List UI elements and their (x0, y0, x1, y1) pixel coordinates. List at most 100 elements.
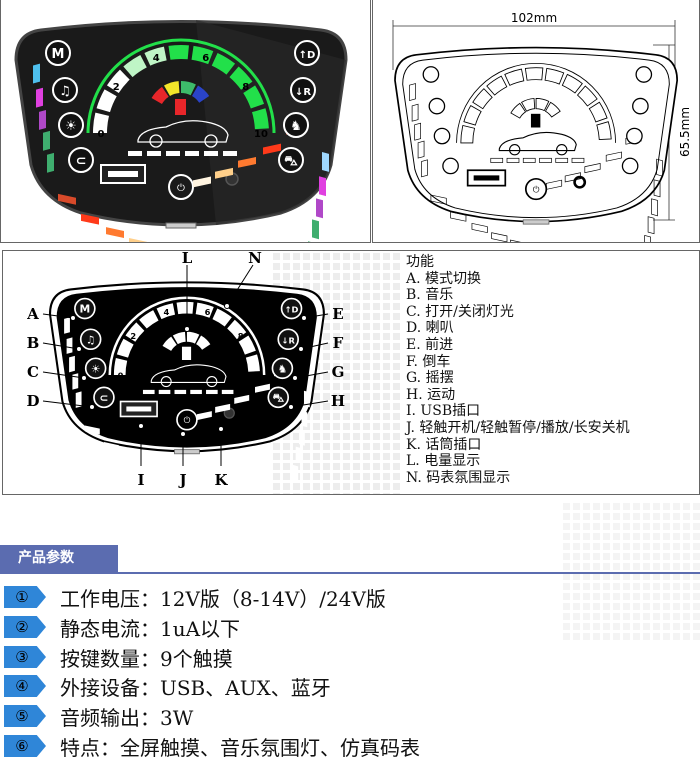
function-item: K. 话筒插口 (406, 436, 482, 453)
ambient-light-bar (319, 176, 326, 197)
reverse-icon: ↓R (295, 87, 311, 98)
ambient-light-bar (301, 410, 308, 428)
light-bulb-icon: ☀ (91, 362, 101, 375)
music-note-icon: ♫ (59, 84, 71, 99)
gauge-number: 2 (130, 331, 136, 341)
ambient-light-bar (417, 140, 425, 159)
callout-dot (288, 404, 294, 410)
touch-button-g[interactable] (271, 357, 294, 380)
callout-dot (218, 426, 224, 432)
touch-button-d[interactable] (68, 147, 94, 173)
fuel-level-segment (544, 101, 561, 118)
touch-button-a[interactable] (422, 66, 440, 83)
touch-button-b[interactable] (428, 97, 446, 115)
ambient-light-bar (47, 152, 54, 173)
gauge-segment (588, 101, 608, 123)
touch-button-b[interactable] (52, 77, 78, 103)
ambient-light-bar (64, 317, 70, 334)
ambient-light-bar (322, 151, 329, 172)
ambient-light-bar (414, 122, 421, 141)
ambient-light-bar (647, 216, 655, 235)
touch-button-e[interactable] (294, 40, 320, 66)
ambient-light-bar (58, 193, 76, 205)
fuel-level-segment (510, 102, 527, 119)
horn-icon: ⊂ (76, 154, 87, 169)
gauge-segment (125, 322, 145, 342)
rocking-horse-icon: ♞ (290, 119, 302, 134)
touch-button-g[interactable] (283, 112, 309, 138)
speed-dash-segment (206, 389, 218, 395)
gauge-number: 6 (205, 307, 211, 317)
callout-c: C (27, 363, 87, 381)
param-number-badge: ① (4, 586, 46, 608)
touch-button-b[interactable] (79, 328, 102, 351)
gauge-segment (486, 75, 508, 96)
function-list-title: 功能 (406, 254, 434, 270)
function-item: F. 倒车 (406, 353, 451, 370)
gauge-number: 0 (118, 370, 124, 380)
horn-icon: ⊂ (99, 392, 108, 405)
touch-button-f[interactable] (277, 328, 300, 351)
gauge-segment (576, 85, 598, 107)
callout-label: B (27, 334, 40, 352)
touch-button-d[interactable] (93, 386, 115, 409)
callout-line (290, 400, 329, 408)
ambient-light-bar (69, 355, 75, 373)
param-number-badge: ⑥ (4, 735, 46, 757)
ambient-light-bar (510, 239, 527, 242)
gauge-segment (227, 319, 247, 340)
music-note-icon: ♫ (86, 333, 96, 346)
car-icon: ⛍ (284, 154, 298, 169)
touch-button-c[interactable] (58, 112, 84, 138)
bottom-connector-tab (165, 222, 197, 229)
ambient-light-bar (129, 238, 147, 242)
function-item: N. 码表氛围显示 (406, 469, 511, 486)
touch-button-a[interactable] (45, 40, 71, 66)
gauge-segment (176, 301, 194, 315)
forward-icon: ↑D (299, 50, 316, 61)
width-label: 102mm (511, 11, 557, 25)
ambient-light-bar (66, 337, 73, 354)
touch-button-c[interactable] (433, 127, 451, 145)
ambient-light-bar (656, 158, 663, 177)
ambient-light-bar (124, 453, 140, 463)
speed-dash-segment (571, 157, 585, 163)
touch-button-h[interactable] (621, 157, 639, 175)
ambient-light-bar (33, 63, 40, 84)
callout-a: A (26, 305, 76, 323)
param-text: 外接设备：USB、AUX、蓝牙 (60, 675, 331, 700)
gauge-segment (238, 335, 256, 355)
touch-button-h[interactable] (278, 147, 304, 173)
ambient-light-bar (103, 442, 119, 452)
gauge-segment (144, 46, 167, 66)
fuel-level-segment (181, 81, 196, 96)
fuel-pump-icon (181, 346, 192, 360)
fuel-pump-icon (175, 99, 186, 115)
touch-button-e[interactable] (635, 66, 653, 83)
touch-button-f[interactable] (632, 97, 649, 115)
car-wheel (160, 376, 172, 388)
touch-button-d[interactable] (442, 157, 459, 175)
param-text: 工作电压：12V版（8-14V）/24V版 (60, 586, 386, 611)
touch-button-a[interactable] (74, 297, 96, 320)
ambient-light-bar (215, 403, 231, 413)
ambient-light-bar (255, 383, 270, 393)
touch-button-g[interactable] (626, 127, 643, 145)
gauge-segment (243, 85, 265, 109)
touch-button-f[interactable] (290, 77, 316, 103)
callout-dot (292, 375, 298, 381)
ambient-light-bar (430, 194, 447, 205)
touch-button-h[interactable] (267, 386, 290, 409)
callout-label: H (331, 392, 345, 410)
touch-button-e[interactable] (280, 297, 303, 320)
speed-dash-segment (555, 157, 569, 163)
callout-l: L (182, 251, 193, 332)
callout-e: E (301, 305, 344, 323)
bottom-connector-tab (174, 449, 200, 455)
gauge-segment (229, 66, 253, 90)
touch-button-c[interactable] (84, 357, 107, 380)
